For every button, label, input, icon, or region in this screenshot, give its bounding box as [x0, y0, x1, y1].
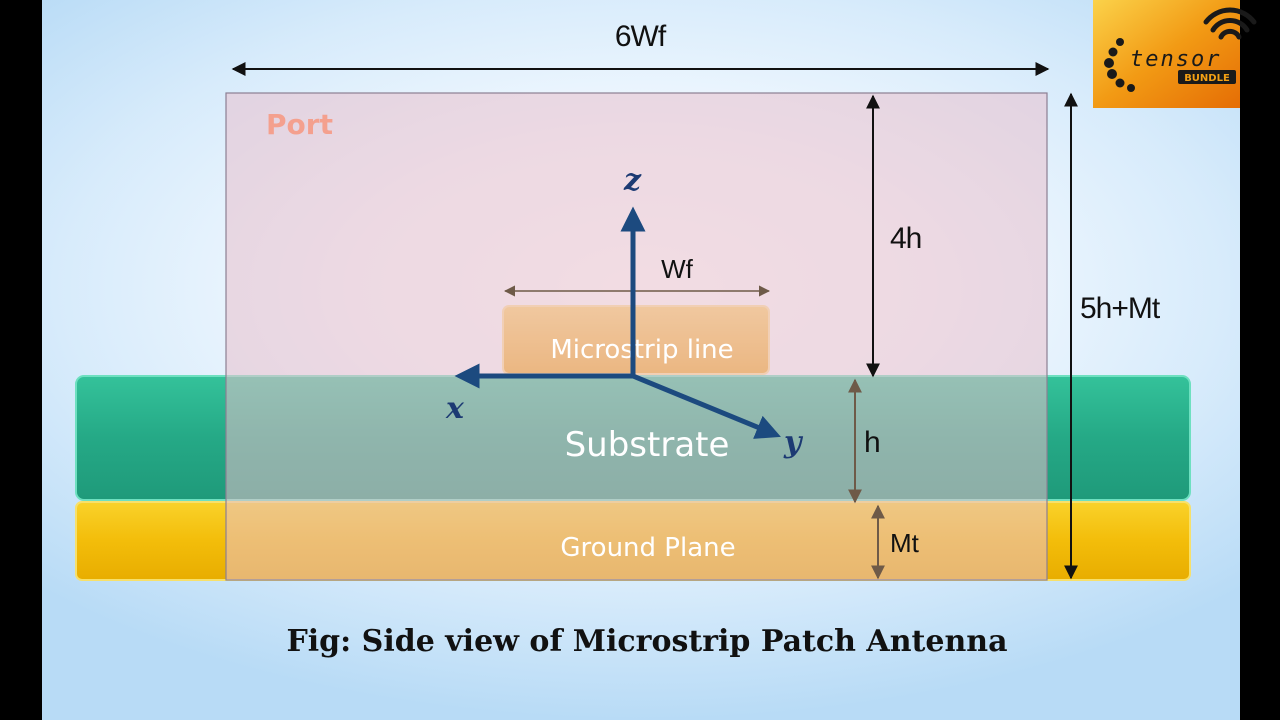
microstrip-label: Microstrip line	[550, 335, 733, 365]
logo-text-bottom: BUNDLE	[1184, 73, 1230, 84]
substrate-height-label: h	[864, 426, 880, 459]
port-box	[225, 92, 1048, 581]
coordinate-axes	[454, 206, 781, 439]
total-height-label: 5h+Mt	[1080, 292, 1161, 325]
tensor-bundle-logo: tensor BUNDLE	[1093, 0, 1257, 108]
logo-text-top: tensor	[1130, 47, 1221, 72]
logo-dots	[1104, 38, 1135, 92]
x-axis-label: x	[445, 391, 465, 426]
z-axis-label: z	[623, 163, 642, 198]
top-width-label: 6Wf	[615, 20, 667, 53]
port-height-label: 4h	[890, 222, 921, 255]
ground-thickness-label: Mt	[890, 528, 920, 558]
substrate-label: Substrate	[565, 425, 730, 465]
port-label: Port	[266, 108, 333, 141]
ground-plane-label: Ground Plane	[560, 533, 735, 563]
y-axis-arrow	[632, 373, 781, 439]
wifi-icon	[1203, 7, 1257, 40]
figure-caption: Fig: Side view of Microstrip Patch Anten…	[286, 624, 1007, 659]
y-axis-label: y	[783, 425, 804, 460]
feed-width-label: Wf	[661, 254, 694, 284]
